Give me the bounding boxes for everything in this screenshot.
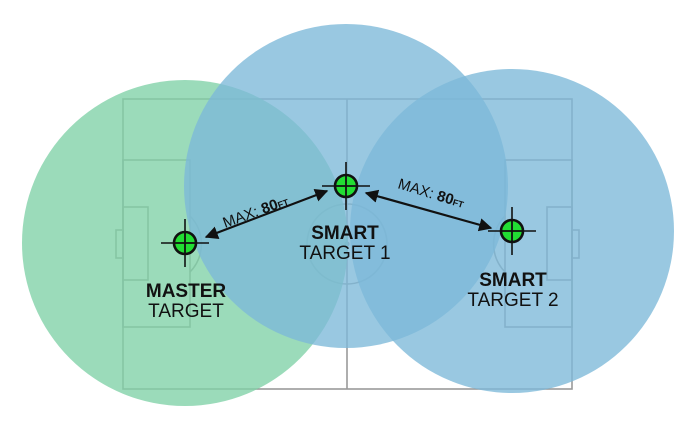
smart-target-2-label-line1: SMART <box>479 270 547 291</box>
crosshair-icon <box>488 207 536 255</box>
distance-arrow-master-smart1 <box>204 189 329 239</box>
smart-target-2-icon <box>488 207 536 255</box>
smart-target-2-label-line2: TARGET 2 <box>467 290 558 311</box>
crosshair-icon <box>161 219 209 267</box>
crosshair-icon <box>322 162 370 210</box>
distance-arrow-smart1-smart2 <box>364 189 493 232</box>
smart-target-1-label-line2: TARGET 1 <box>299 243 390 264</box>
smart-target-1-label-line1: SMART <box>311 223 379 244</box>
distance-arrows <box>204 189 493 239</box>
master-target-label-line1: MASTER <box>146 281 227 302</box>
range-circles <box>22 24 674 406</box>
smart-target-1-icon <box>322 162 370 210</box>
master-target-label-line2: TARGET <box>148 301 224 322</box>
master-target-icon <box>161 219 209 267</box>
